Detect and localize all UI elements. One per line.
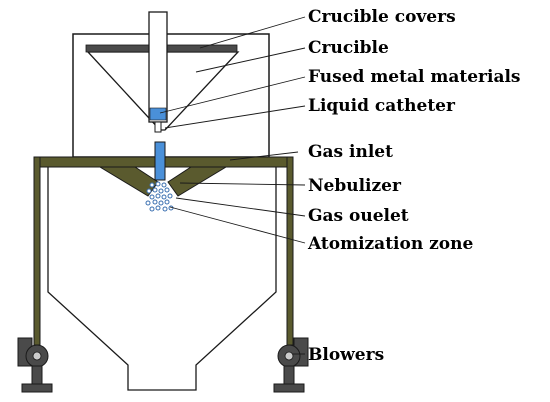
leader-gas-outlet bbox=[175, 197, 306, 217]
label-blowers: Blowers bbox=[308, 345, 384, 365]
label-atomization-zone: Atomization zone bbox=[307, 234, 473, 254]
atomization-chamber bbox=[47, 167, 277, 391]
label-gas-outlet: Gas ouelet bbox=[308, 206, 409, 226]
leader-fused-metal bbox=[159, 76, 306, 114]
pour-tube bbox=[148, 11, 168, 123]
label-gas-inlet: Gas inlet bbox=[308, 142, 393, 162]
label-nebulizer: Nebulizer bbox=[308, 176, 402, 196]
catheter-tip bbox=[154, 121, 162, 133]
leader-liquid-catheter bbox=[164, 105, 306, 129]
leader-nebulizer bbox=[179, 182, 306, 186]
left-post bbox=[33, 156, 41, 346]
atomized-particles bbox=[145, 181, 174, 212]
leader-crucible bbox=[195, 47, 306, 73]
leader-atomization-zone bbox=[169, 206, 306, 244]
nebulizer-right-wedge bbox=[167, 166, 228, 197]
label-crucible-covers: Crucible covers bbox=[308, 7, 456, 27]
leader-crucible-covers bbox=[199, 16, 306, 49]
blower-left bbox=[17, 337, 53, 393]
leader-gas-inlet bbox=[229, 151, 299, 161]
leader-lines bbox=[159, 16, 306, 355]
label-fused-metal-materials: Fused metal materials bbox=[308, 67, 521, 87]
fused-metal bbox=[149, 107, 167, 121]
blower-right bbox=[273, 337, 309, 393]
label-crucible: Crucible bbox=[308, 38, 389, 58]
liquid-catheter bbox=[154, 141, 166, 181]
label-liquid-catheter: Liquid catheter bbox=[308, 96, 456, 116]
